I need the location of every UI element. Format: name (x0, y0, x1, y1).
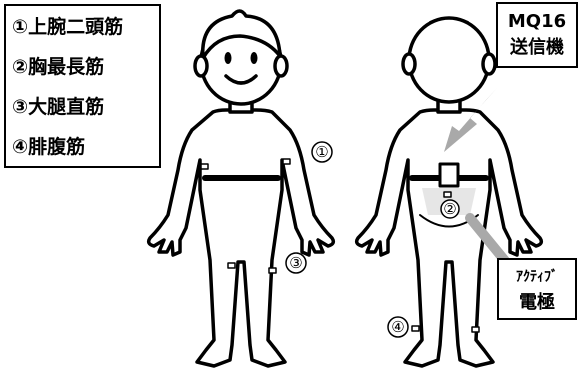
electrode-pad (201, 164, 208, 169)
electrode-pad (283, 159, 290, 164)
electrode-type: ｱｸﾃｨﾌﾞ (499, 264, 575, 290)
transmitter-label-box: MQ16 送信機 (496, 2, 578, 68)
electrode-pad (269, 268, 276, 273)
marker-1: ① (315, 143, 328, 161)
electrode-pad (472, 327, 479, 332)
electrode-label-box: ｱｸﾃｨﾌﾞ 電極 (497, 258, 577, 320)
marker-3: ③ (289, 254, 302, 272)
electrode-name: 電極 (499, 290, 575, 316)
transmitter-name: 送信機 (498, 35, 576, 61)
electrode-pad (228, 263, 235, 268)
electrode-pad (412, 326, 419, 331)
marker-4: ④ (391, 318, 404, 336)
transmitter-model: MQ16 (498, 9, 576, 35)
marker-2: ② (443, 200, 456, 218)
electrode-pad (444, 192, 451, 197)
front-figure (149, 11, 334, 366)
